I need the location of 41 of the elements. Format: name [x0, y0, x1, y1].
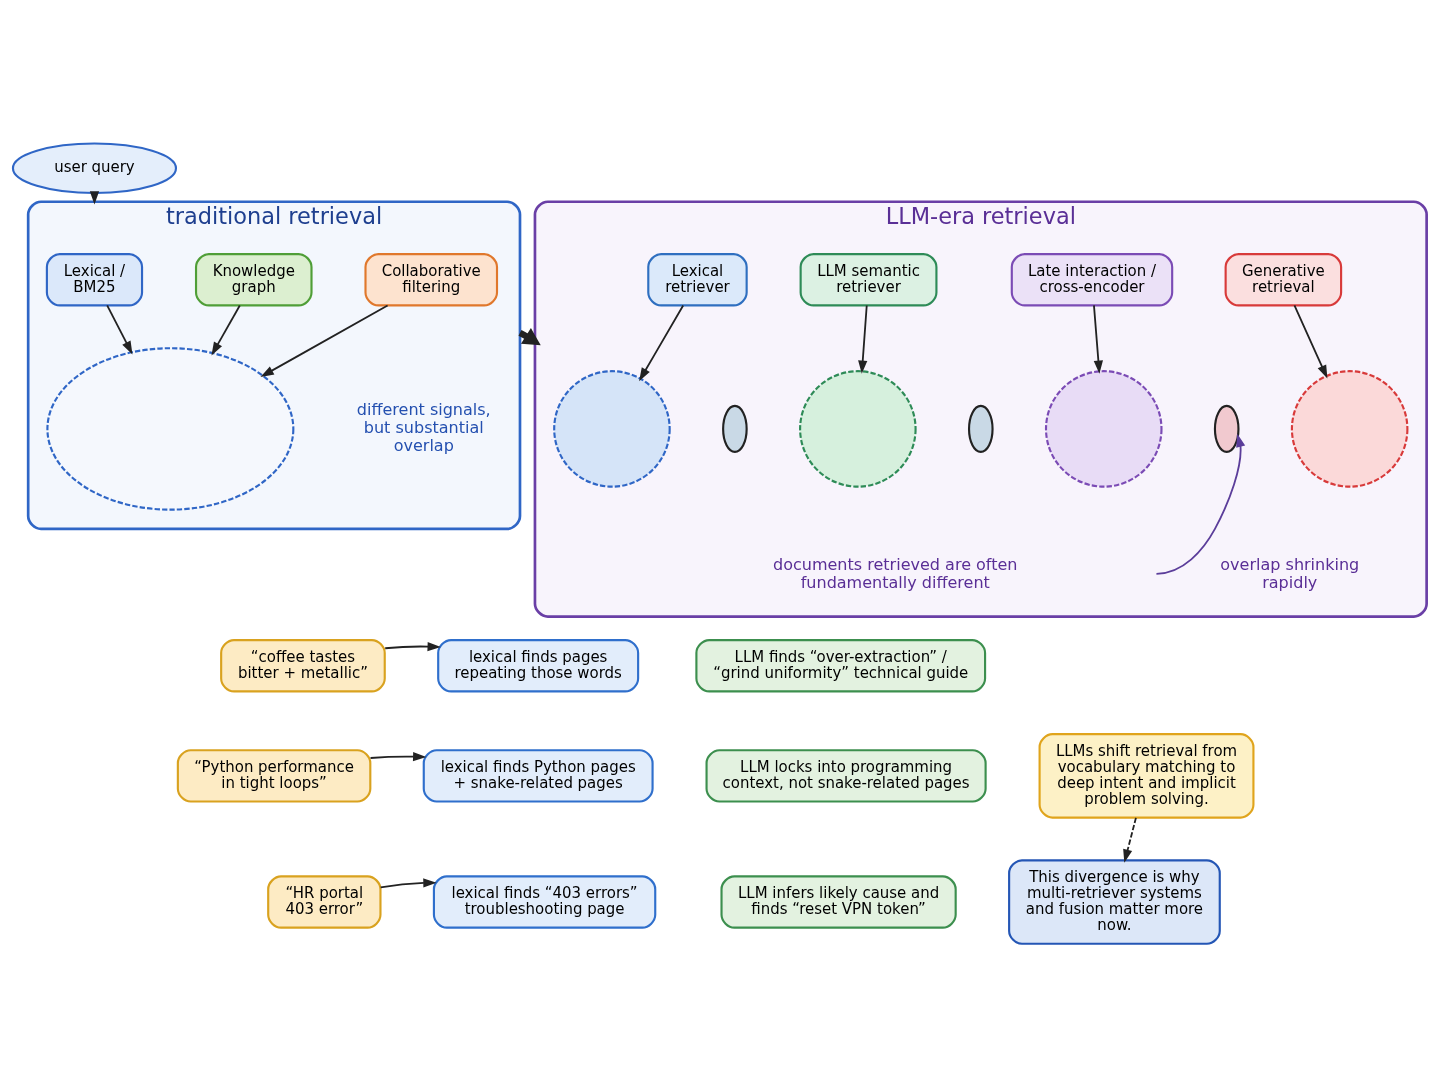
label: different signals, but substantial overlap — [356, 398, 491, 455]
node-box: Late interaction / cross-encoder — [1010, 252, 1174, 306]
label: overlap shrinking rapidly — [1220, 554, 1360, 592]
node-box: LLM finds “over-extraction” / “grind uniformity” technical guide — [695, 638, 987, 692]
node-ellipse — [46, 346, 295, 511]
node-box: Lexical / BM25 — [45, 252, 144, 306]
arrow — [106, 304, 133, 354]
node-box: “coffee tastes bitter + metallic” — [220, 638, 386, 692]
node-box: Collaborative filtering — [364, 252, 499, 306]
node-box: lexical finds “403 errors” troubleshooting page — [432, 874, 657, 929]
node-box: Lexical retriever — [647, 252, 748, 306]
arrow — [639, 304, 685, 381]
node-ellipse — [1213, 404, 1240, 453]
node-circle — [799, 369, 917, 488]
arrow — [1155, 433, 1246, 575]
node-box: “Python performance in tight loops” — [176, 748, 372, 803]
node-circle — [553, 369, 671, 488]
node-box: LLM infers likely cause and finds “reset VPN token” — [720, 874, 957, 929]
arrow — [260, 304, 389, 377]
arrow — [1293, 304, 1328, 379]
node-box: “HR portal 403 error” — [267, 874, 382, 929]
arrow — [1123, 816, 1137, 863]
arrow — [211, 304, 241, 355]
arrow — [858, 304, 868, 374]
node-circle — [1044, 369, 1163, 488]
node-box: lexical finds pages repeating those words — [437, 638, 640, 692]
arrow — [369, 751, 427, 761]
node-box: This divergence is why multi-retriever systems and fusion matter more now. — [1008, 858, 1221, 945]
label: documents retrieved are often fundamentally different — [773, 554, 1018, 592]
node-ellipse — [967, 404, 994, 453]
node-circle — [1290, 369, 1409, 488]
arrow — [384, 641, 441, 651]
node-box: LLM semantic retriever — [799, 252, 938, 306]
node-box: Knowledge graph — [194, 252, 313, 306]
node-box: LLM locks into programming context, not snake-related pages — [705, 748, 987, 803]
node-ellipse — [722, 404, 748, 453]
node-box: Generative retrieval — [1224, 252, 1343, 306]
node-box: lexical finds Python pages + snake-related pages — [422, 748, 654, 803]
arrow — [1093, 304, 1103, 374]
node-box: LLMs shift retrieval from vocabulary matching to deep intent and implicit problem solving. — [1038, 732, 1255, 819]
arrow — [379, 877, 437, 888]
